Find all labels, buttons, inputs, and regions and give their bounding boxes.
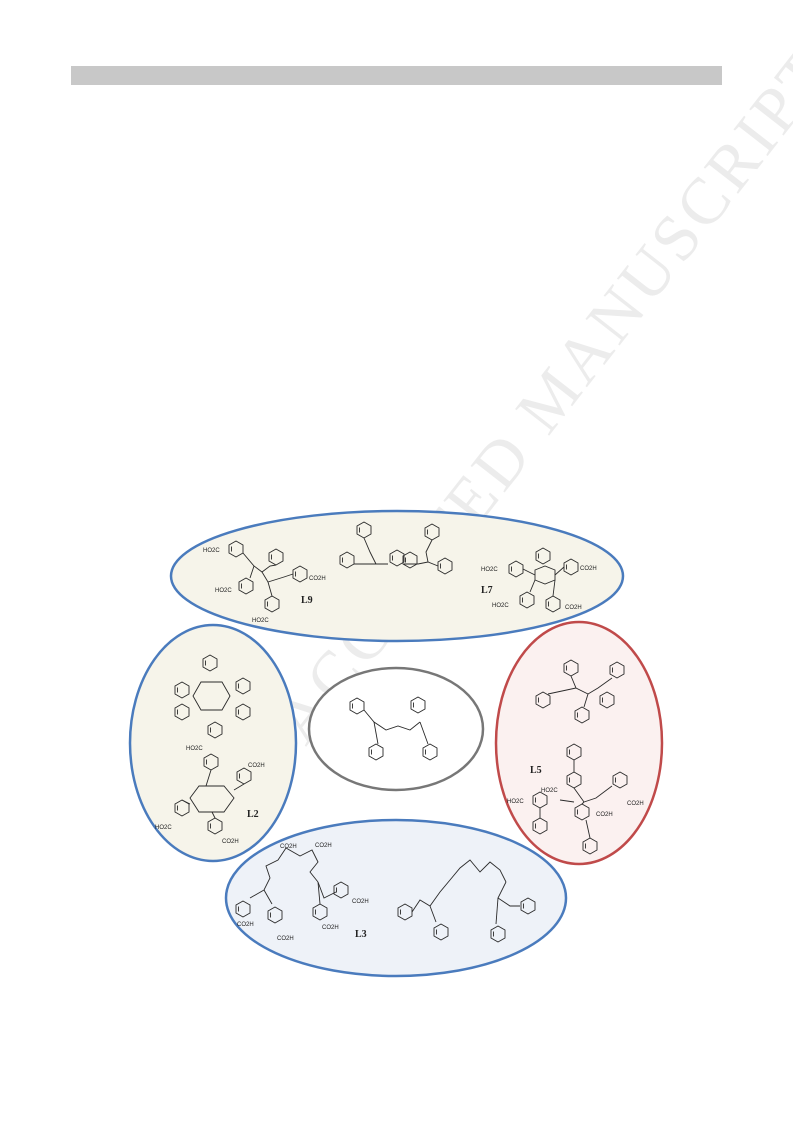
l2-co2h-4: CO2H [222,839,239,845]
center-ellipse [307,666,485,792]
l5-co2h-4: CO2H [596,812,613,818]
l5-co2h-1: HO2C [507,799,524,805]
right-ellipse [494,620,664,866]
label-l2: L2 [247,809,259,820]
label-l3: L3 [355,929,367,940]
structure-l7: HO2C CO2H HO2C CO2H L7 [481,547,597,613]
l7-co2h-3: HO2C [492,603,509,609]
l9-co2h-3: CO2H [309,576,326,582]
l3-co2h-5: CO2H [277,936,294,942]
top-ellipse [169,509,625,643]
label-l9: L9 [301,595,313,606]
structure-right-top [535,659,625,724]
l7-co2h-4: CO2H [565,605,582,611]
l3-co2h-6: CO2H [322,925,339,931]
bottom-ellipse [224,818,568,978]
l7-co2h-1: HO2C [481,567,498,573]
l5-co2h-3: CO2H [627,801,644,807]
structure-l2: HO2C CO2H HO2C CO2H L2 [155,746,265,845]
l2-co2h-2: CO2H [248,763,265,769]
structure-top-middle [339,521,453,575]
l2-co2h-1: HO2C [186,746,203,752]
left-ellipse [128,623,298,863]
header-bar [71,66,722,85]
l9-co2h-2: HO2C [215,588,232,594]
structure-left-top [174,654,251,739]
structure-bottom-right [397,859,536,943]
structure-l9: HO2C HO2C CO2H HO2C L9 [203,540,326,624]
l5-co2h-2: HO2C [541,788,558,794]
l3-co2h-2: CO2H [315,843,332,849]
label-l7: L7 [481,585,493,596]
structure-l5: HO2C HO2C CO2H CO2H L5 [507,743,644,855]
l3-co2h-4: CO2H [237,922,254,928]
structure-center [349,696,438,761]
structure-l3: CO2H CO2H CO2H CO2H CO2H CO2H L3 [235,843,369,942]
l2-co2h-3: HO2C [155,825,172,831]
l7-co2h-2: CO2H [580,566,597,572]
l9-co2h-1: HO2C [203,548,220,554]
l9-co2h-4: HO2C [252,618,269,624]
l3-co2h-1: CO2H [280,844,297,850]
label-l5: L5 [530,765,542,776]
l3-co2h-3: CO2H [352,899,369,905]
